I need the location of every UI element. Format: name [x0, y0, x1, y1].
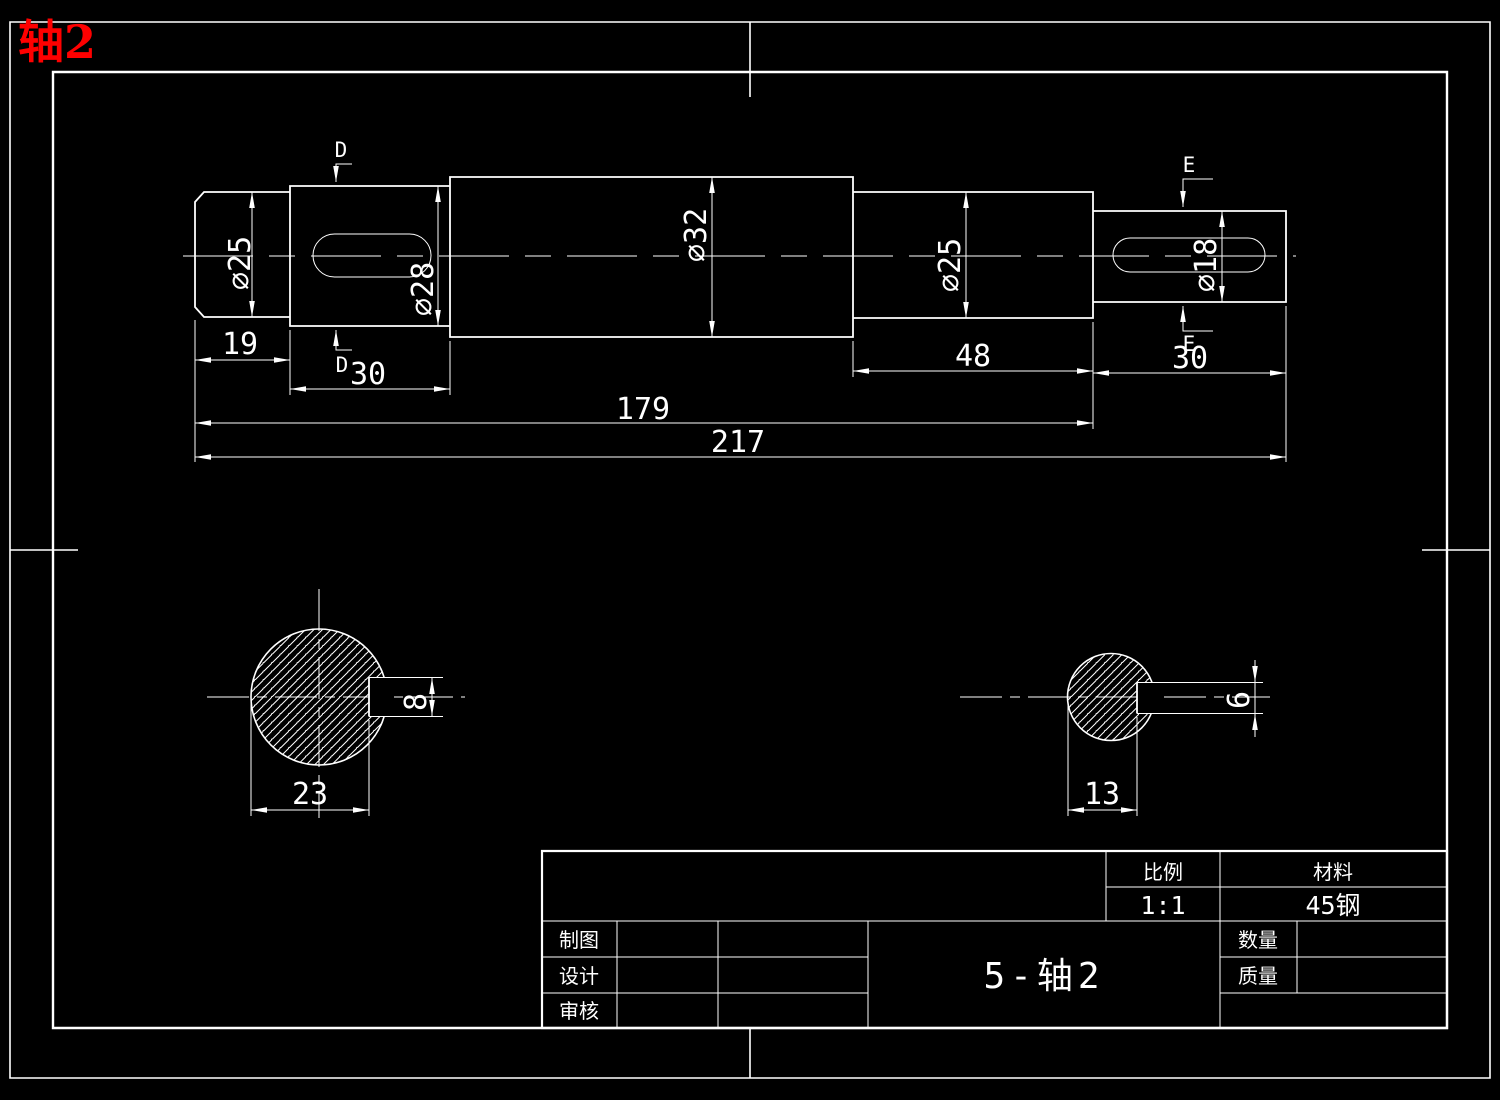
inner-border [53, 72, 1447, 1028]
dim-text-dia28: ⌀28 [406, 262, 441, 316]
designed-label: 设计 [559, 964, 599, 988]
section-d-label-top: D [335, 138, 348, 162]
mass-label: 质量 [1238, 964, 1278, 988]
section-d-label-bottom: D [336, 353, 349, 377]
ee-key-extension-lines [1137, 683, 1263, 714]
title-block-border [542, 851, 1447, 1028]
section-view-e-e: 6 13 [960, 654, 1270, 817]
dim-text-dia25-left: ⌀25 [223, 236, 258, 290]
dim-text-30-left: 30 [350, 357, 386, 392]
shaft-front-view [183, 177, 1296, 337]
dim-text-8: 8 [399, 693, 434, 711]
dim-text-217: 217 [711, 425, 765, 460]
ee-13-extension-lines [1068, 700, 1137, 816]
section-e-arrow-top [1180, 179, 1213, 207]
shaft-outline [195, 177, 1286, 337]
dim-text-30-right: 30 [1172, 341, 1208, 376]
checked-label: 审核 [559, 999, 599, 1023]
title-block-grid [542, 851, 1447, 1028]
section-e-label-bottom: E [1183, 332, 1196, 356]
ee-keyway-notch [1137, 682, 1158, 714]
dim-text-19: 19 [222, 327, 258, 362]
dim-text-23: 23 [292, 777, 328, 812]
drafted-label: 制图 [559, 928, 599, 952]
dim-text-6: 6 [1222, 691, 1257, 709]
dd-23-extension-lines [251, 700, 369, 816]
dd-key-extension-lines [369, 678, 443, 717]
section-e-arrow-bottom [1180, 306, 1213, 331]
section-d-arrow-bottom [333, 330, 352, 350]
section-view-d-d: 8 23 [207, 589, 465, 818]
dim-text-dia18: ⌀18 [1189, 238, 1224, 292]
keyway-slot-right [1113, 238, 1265, 272]
dim-text-13: 13 [1084, 777, 1120, 812]
material-label: 材料 [1313, 860, 1353, 884]
drawing-frame [10, 22, 1490, 1078]
section-e-label-top: E [1183, 153, 1196, 177]
section-d-arrow-top [333, 164, 352, 182]
dim-text-dia32: ⌀32 [679, 208, 714, 262]
extension-lines [195, 306, 1286, 462]
title-block: 比例 材料 1:1 45钢 制图 设计 审核 数量 质量 5-轴2 [542, 851, 1447, 1028]
dd-keyway-notch [369, 677, 394, 717]
part-name: 5-轴2 [983, 956, 1104, 997]
scale-label: 比例 [1143, 860, 1183, 884]
dd-shaft-section-circle [251, 629, 387, 765]
scale-value: 1:1 [1140, 891, 1185, 920]
section-markers: D D E E [333, 138, 1213, 377]
centering-marks [10, 22, 1490, 1078]
dim-text-dia25-right: ⌀25 [933, 238, 968, 292]
outer-border [10, 22, 1490, 1078]
dim-text-48: 48 [955, 339, 991, 374]
dim-text-179: 179 [616, 392, 670, 427]
shaft-dimensions: 19 30 48 30 179 217 ⌀25 ⌀28 ⌀32 ⌀25 ⌀18 [195, 177, 1286, 462]
quantity-label: 数量 [1238, 928, 1278, 952]
page-title: 轴2 [18, 15, 96, 69]
material-value: 45钢 [1305, 891, 1360, 920]
